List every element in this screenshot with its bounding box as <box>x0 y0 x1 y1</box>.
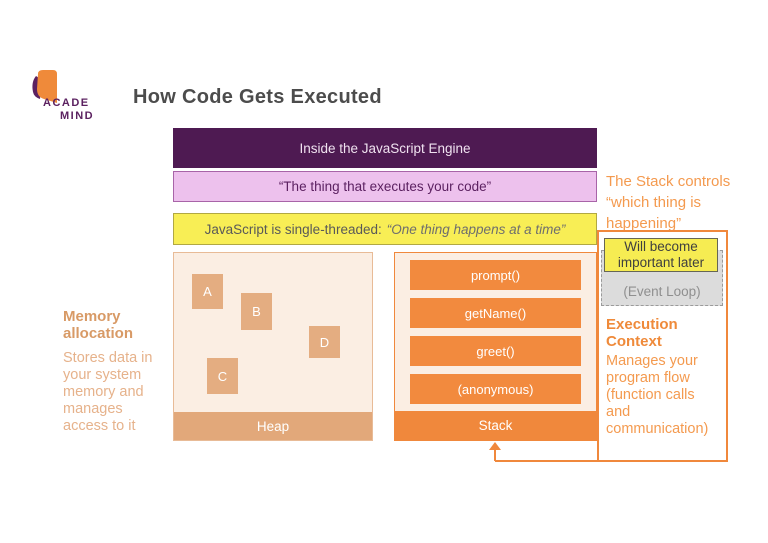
heap-label-bar: Heap <box>174 412 372 440</box>
page-title: How Code Gets Executed <box>133 86 382 108</box>
engine-header-box: Inside the JavaScript Engine <box>173 128 597 168</box>
single-threaded-quote: “One thing happens at a time” <box>386 221 566 237</box>
stack-label: Stack <box>478 418 513 433</box>
stack-box: prompt() getName() greet() (anonymous) S… <box>394 252 597 441</box>
heap-box: A B C D Heap <box>173 252 373 441</box>
single-threaded-box: JavaScript is single-threaded: “One thin… <box>173 213 597 245</box>
engine-subtitle-box: “The thing that executes your code” <box>173 171 597 202</box>
stack-frame-prompt: prompt() <box>410 260 581 290</box>
single-threaded-label: JavaScript is single-threaded: <box>204 221 382 237</box>
heap-block-d: D <box>309 326 340 358</box>
execution-context-body: Manages your program flow (function call… <box>606 353 709 437</box>
heap-block-b: B <box>241 293 272 330</box>
execution-context-title: Execution Context <box>606 316 678 350</box>
execution-context-box <box>597 230 728 462</box>
stack-label-bar: Stack <box>395 411 596 440</box>
memory-allocation-title: Memory allocation <box>63 308 134 342</box>
stack-frame-getname: getName() <box>410 298 581 328</box>
important-later-note: Will become important later <box>604 238 718 272</box>
engine-header-label: Inside the JavaScript Engine <box>299 140 471 156</box>
heap-label: Heap <box>256 418 290 434</box>
memory-allocation-body: Stores data in your system memory and ma… <box>63 350 153 434</box>
stack-frame-anonymous: (anonymous) <box>410 374 581 404</box>
academind-logo: ACADE MIND <box>28 68 118 126</box>
logo-text-line1: ACADE <box>43 97 90 109</box>
logo-text-line2: MIND <box>60 110 95 122</box>
stack-arrow-head-icon <box>489 442 501 450</box>
stack-arrow-horizontal-line <box>495 460 599 462</box>
academind-logo-icon <box>32 70 57 103</box>
event-loop-label: (Event Loop) <box>623 284 701 299</box>
heap-block-a: A <box>192 274 223 309</box>
stack-arrow-vertical-line <box>494 447 496 461</box>
engine-subtitle-label: “The thing that executes your code” <box>278 179 492 194</box>
stack-frame-greet: greet() <box>410 336 581 366</box>
heap-block-c: C <box>207 358 238 394</box>
stack-controls-text: The Stack controls “which thing is happe… <box>606 173 731 232</box>
